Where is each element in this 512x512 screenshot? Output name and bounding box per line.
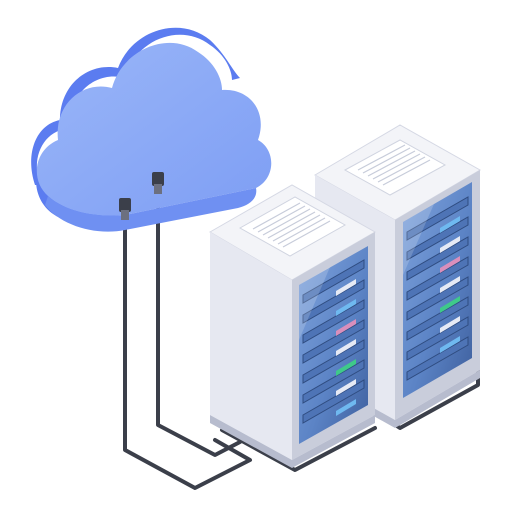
server-rack-icon (209, 184, 377, 468)
server-slots (406, 196, 469, 381)
cloud-icon (31, 27, 272, 232)
status-led (336, 279, 356, 416)
server-slots (302, 259, 365, 424)
status-led (440, 216, 460, 353)
glass-reflection (299, 204, 434, 340)
